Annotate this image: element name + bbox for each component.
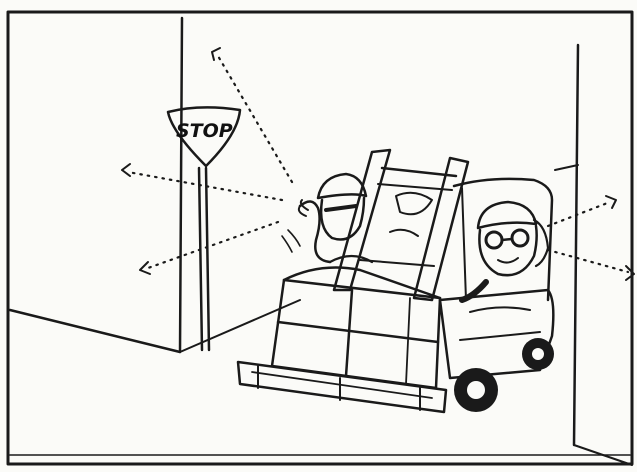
right-wall <box>554 43 633 466</box>
pallet-forks <box>236 360 448 414</box>
forklift-cab <box>452 177 554 302</box>
pedestrian-worker <box>281 172 374 264</box>
stop-sign-label: STOP <box>176 120 233 142</box>
sight-lines <box>121 47 635 281</box>
forklift-mast <box>332 148 470 302</box>
forklift-driver <box>459 200 550 303</box>
stop-sign: STOP <box>166 106 242 352</box>
forklift-wheels <box>454 338 554 412</box>
left-wall <box>8 16 301 354</box>
picture-border <box>6 10 634 466</box>
